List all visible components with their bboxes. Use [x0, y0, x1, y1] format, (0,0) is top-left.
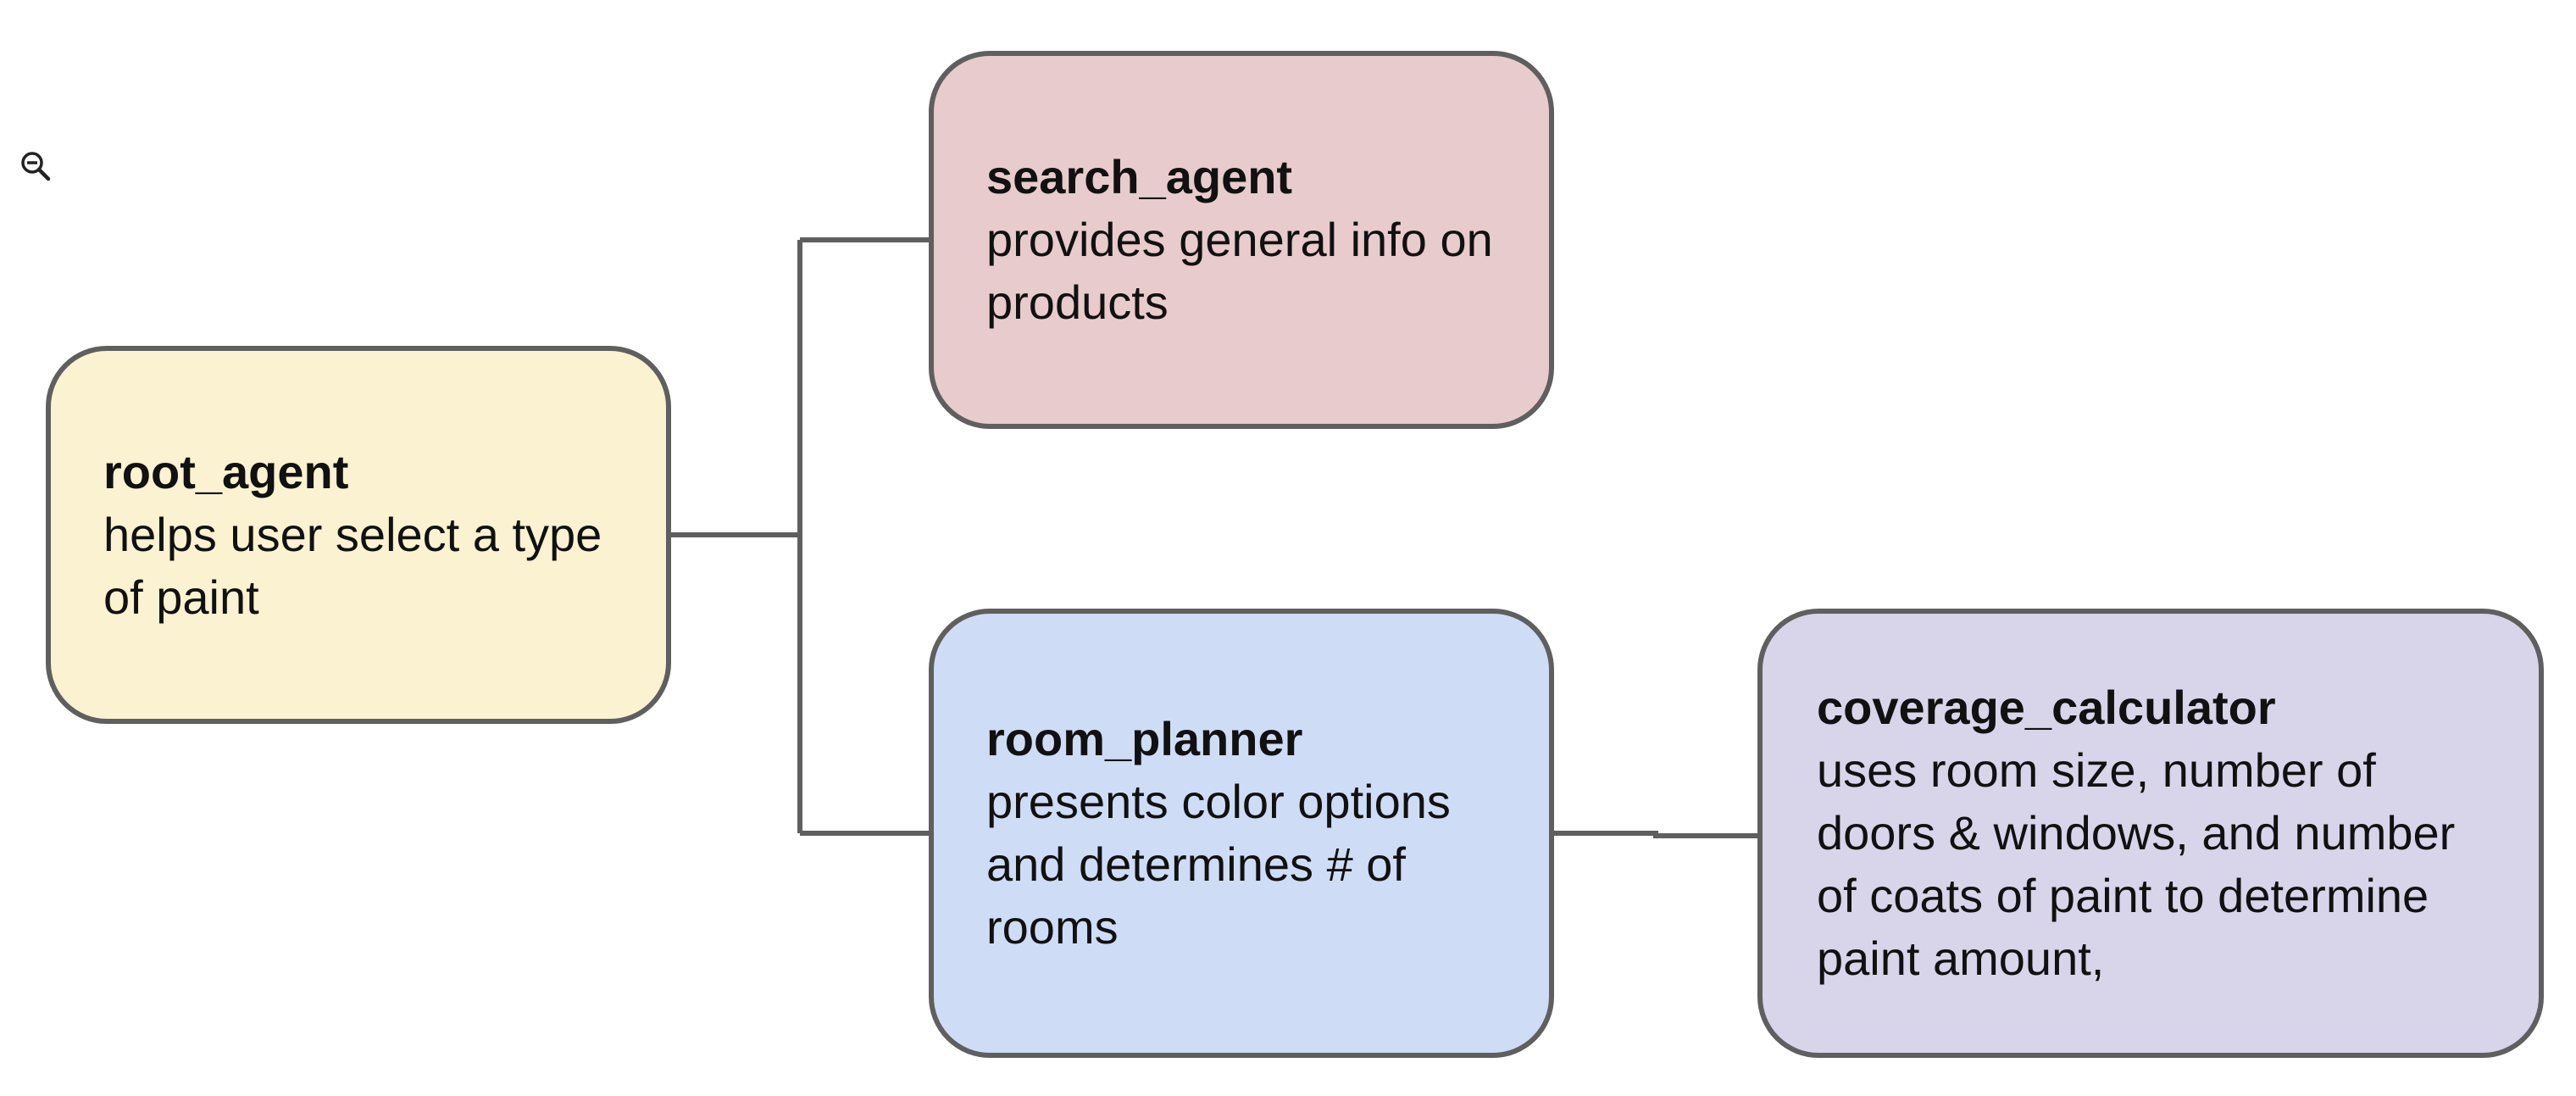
room-planner-title: room_planner: [986, 712, 1303, 765]
root-agent-node: root_agent helps user select a type of p…: [46, 346, 671, 724]
room-planner-node: room_planner presents color options and …: [929, 609, 1554, 1058]
search-agent-node: search_agent provides general info on pr…: [929, 51, 1554, 429]
root-agent-title: root_agent: [103, 445, 349, 498]
connector-room-to-coverage: [1554, 831, 1757, 838]
room-planner-description: presents color options and determines # …: [986, 775, 1451, 954]
coverage-calculator-title: coverage_calculator: [1817, 681, 2276, 734]
search-agent-title: search_agent: [986, 150, 1293, 203]
coverage-calculator-node: coverage_calculator uses room size, numb…: [1757, 609, 2544, 1058]
search-agent-description: provides general info on products: [986, 213, 1493, 329]
coverage-calculator-description: uses room size, number of doors & window…: [1817, 743, 2456, 985]
root-agent-description: helps user select a type of paint: [103, 508, 602, 624]
zoom-out-icon[interactable]: [19, 149, 53, 183]
